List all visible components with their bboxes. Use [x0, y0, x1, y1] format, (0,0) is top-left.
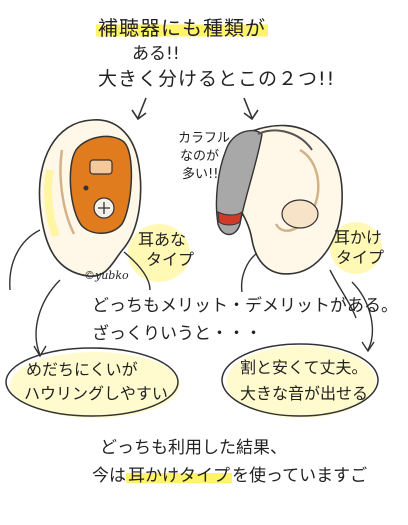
right-annotation-line-3: 多い!!: [182, 167, 219, 182]
right-bubble-line-2: 大きな音が出せる: [240, 384, 369, 403]
left-bubble-line-2: ハウリングしやすい: [24, 384, 168, 403]
conclusion-highlight: 耳かけタイプ: [126, 466, 232, 486]
highlight-right-label: [330, 222, 382, 274]
in-ear-hearing-aid: [69, 135, 133, 234]
right-bubble-outline: [221, 343, 379, 417]
signature: ©yubko: [84, 269, 129, 282]
middle-text-line-2: ざっくりいうと・・・: [92, 324, 262, 344]
highlight-right-bubble: [226, 346, 376, 418]
arrow-left-curve-icon: [35, 279, 61, 356]
left-bubble-line-1: めだちにくいが: [26, 360, 138, 379]
right-ear-label-line-1: 耳かけ: [334, 228, 383, 247]
heading-line-1: 補聴器にも種類が: [96, 16, 268, 40]
conclusion-suffix: を使っていますご: [232, 466, 368, 486]
left-bubble-outline: [5, 347, 179, 417]
right-bubble-line-1: 割と安くて丈夫。: [240, 358, 368, 377]
heading-line-3: 大きく分けるとこの２つ!!: [98, 68, 336, 90]
right-ear-label-line-2: タイプ: [336, 248, 385, 267]
highlight-left-label: [128, 224, 190, 282]
middle-text-line-1: どっちもメリット・デメリットがある。: [92, 296, 398, 316]
conclusion-line-1: どっちも利用した結果、: [100, 438, 287, 458]
right-annotation-line-2: なのが: [180, 149, 220, 164]
conclusion-prefix: 今は: [92, 466, 126, 486]
arrow-down-left-icon: [131, 97, 147, 121]
arrow-down-right-icon: [243, 97, 259, 121]
conclusion-line-2: 今は耳かけタイプを使っていますご: [92, 466, 368, 486]
arrow-right-curve-icon: [351, 281, 373, 351]
heading-line-2: ある!!: [132, 44, 180, 64]
behind-ear-hearing-aid: [215, 129, 313, 236]
left-ear-label-line-1: 耳あな: [138, 230, 187, 249]
left-ear-label-line-2: タイプ: [146, 250, 195, 269]
right-annotation-line-1: カラフル: [178, 131, 231, 146]
